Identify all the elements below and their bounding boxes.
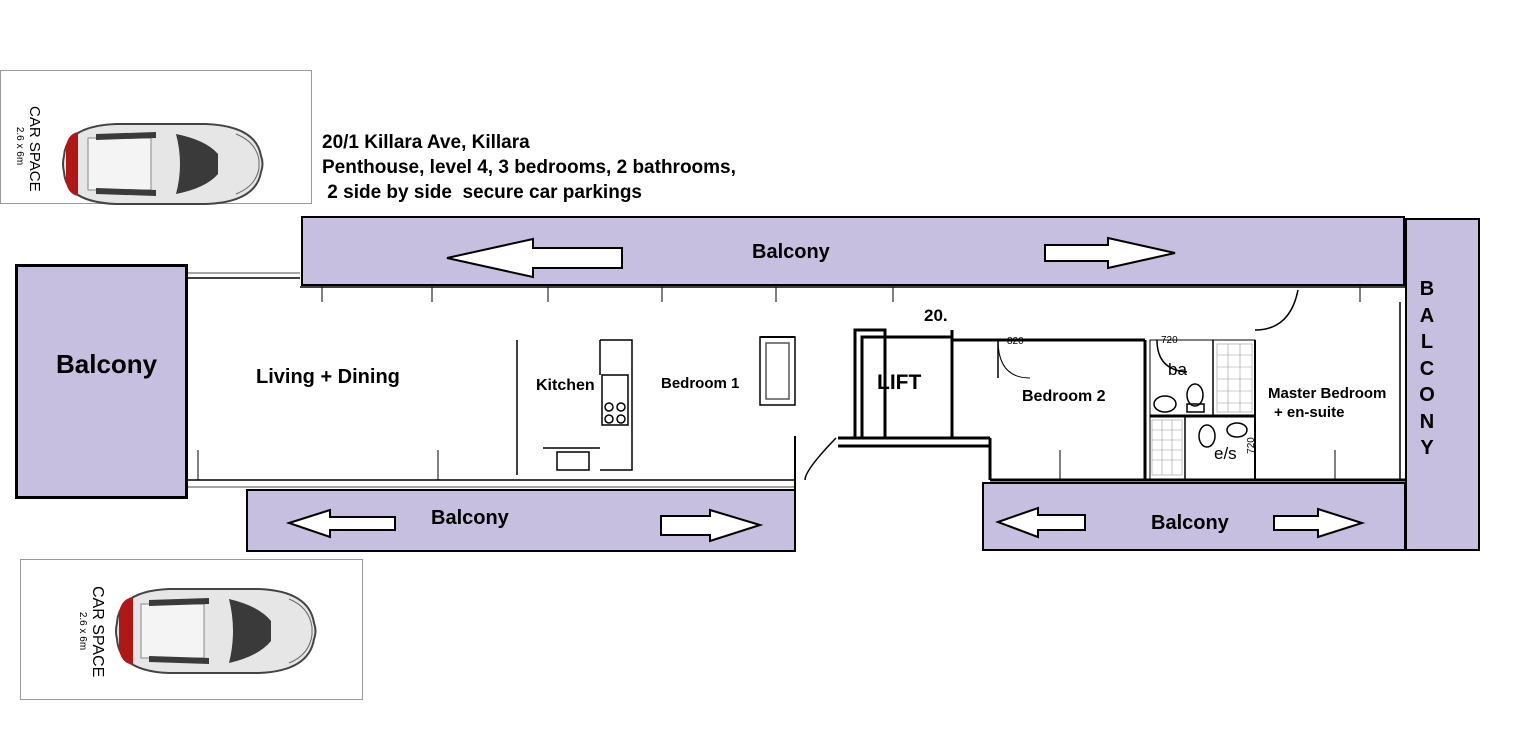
- door-width-bathroom: 720: [1161, 335, 1178, 346]
- room-master-ensuite: + en-suite: [1274, 404, 1345, 421]
- room-living-dining: Living + Dining: [256, 366, 400, 388]
- arrow-left-icon: [285, 508, 396, 539]
- summary-line: Penthouse, level 4, 3 bedrooms, 2 bathro…: [322, 157, 736, 178]
- door-width-bedroom-2: 820: [1007, 336, 1024, 347]
- lift-label: LIFT: [877, 371, 922, 394]
- balcony-bottom-left-label: Balcony: [431, 507, 509, 529]
- balcony-right: [1405, 218, 1480, 551]
- balcony-right-label: B A L C O N Y: [1417, 276, 1437, 462]
- balcony-right-letter: N: [1419, 410, 1435, 433]
- arrow-right-icon: [1044, 236, 1176, 270]
- room-ensuite: e/s: [1214, 444, 1237, 463]
- car-icon: [62, 123, 264, 205]
- arrow-right-icon: [660, 508, 764, 543]
- address-line: 20/1 Killara Ave, Killara: [322, 132, 530, 153]
- room-bedroom-1: Bedroom 1: [661, 375, 740, 392]
- door-width-ensuite: 720: [1245, 437, 1257, 454]
- balcony-right-letter: C: [1419, 357, 1435, 380]
- parking-line: 2 side by side secure car parkings: [322, 182, 642, 203]
- balcony-bottom-right-label: Balcony: [1151, 512, 1229, 534]
- car-icon: [115, 588, 317, 674]
- balcony-right-letter: A: [1419, 304, 1435, 327]
- balcony-right-letter: B: [1419, 278, 1435, 300]
- arrow-left-icon: [995, 506, 1086, 539]
- arrow-left-icon: [446, 237, 623, 279]
- room-kitchen: Kitchen: [536, 377, 595, 394]
- property-description: 20/1 Killara Ave, Killara Penthouse, lev…: [322, 130, 736, 205]
- arrow-right-icon: [1273, 507, 1366, 539]
- car-space-1: CAR SPACE 2.6 x 6m: [0, 70, 312, 205]
- balcony-top-label: Balcony: [752, 241, 830, 263]
- unit-number: 20.: [924, 306, 948, 325]
- balcony-left-label: Balcony: [56, 349, 158, 379]
- car-space-2: CAR SPACE 2.6 x 6m: [20, 559, 363, 700]
- room-master-bedroom: Master Bedroom: [1268, 385, 1387, 402]
- balcony-left: [15, 264, 188, 499]
- room-bathroom: ba: [1168, 360, 1187, 379]
- balcony-right-letter: L: [1420, 331, 1434, 353]
- room-bedroom-2: Bedroom 2: [1022, 388, 1106, 405]
- balcony-right-letter: O: [1419, 384, 1435, 406]
- balcony-right-letter: Y: [1420, 437, 1434, 459]
